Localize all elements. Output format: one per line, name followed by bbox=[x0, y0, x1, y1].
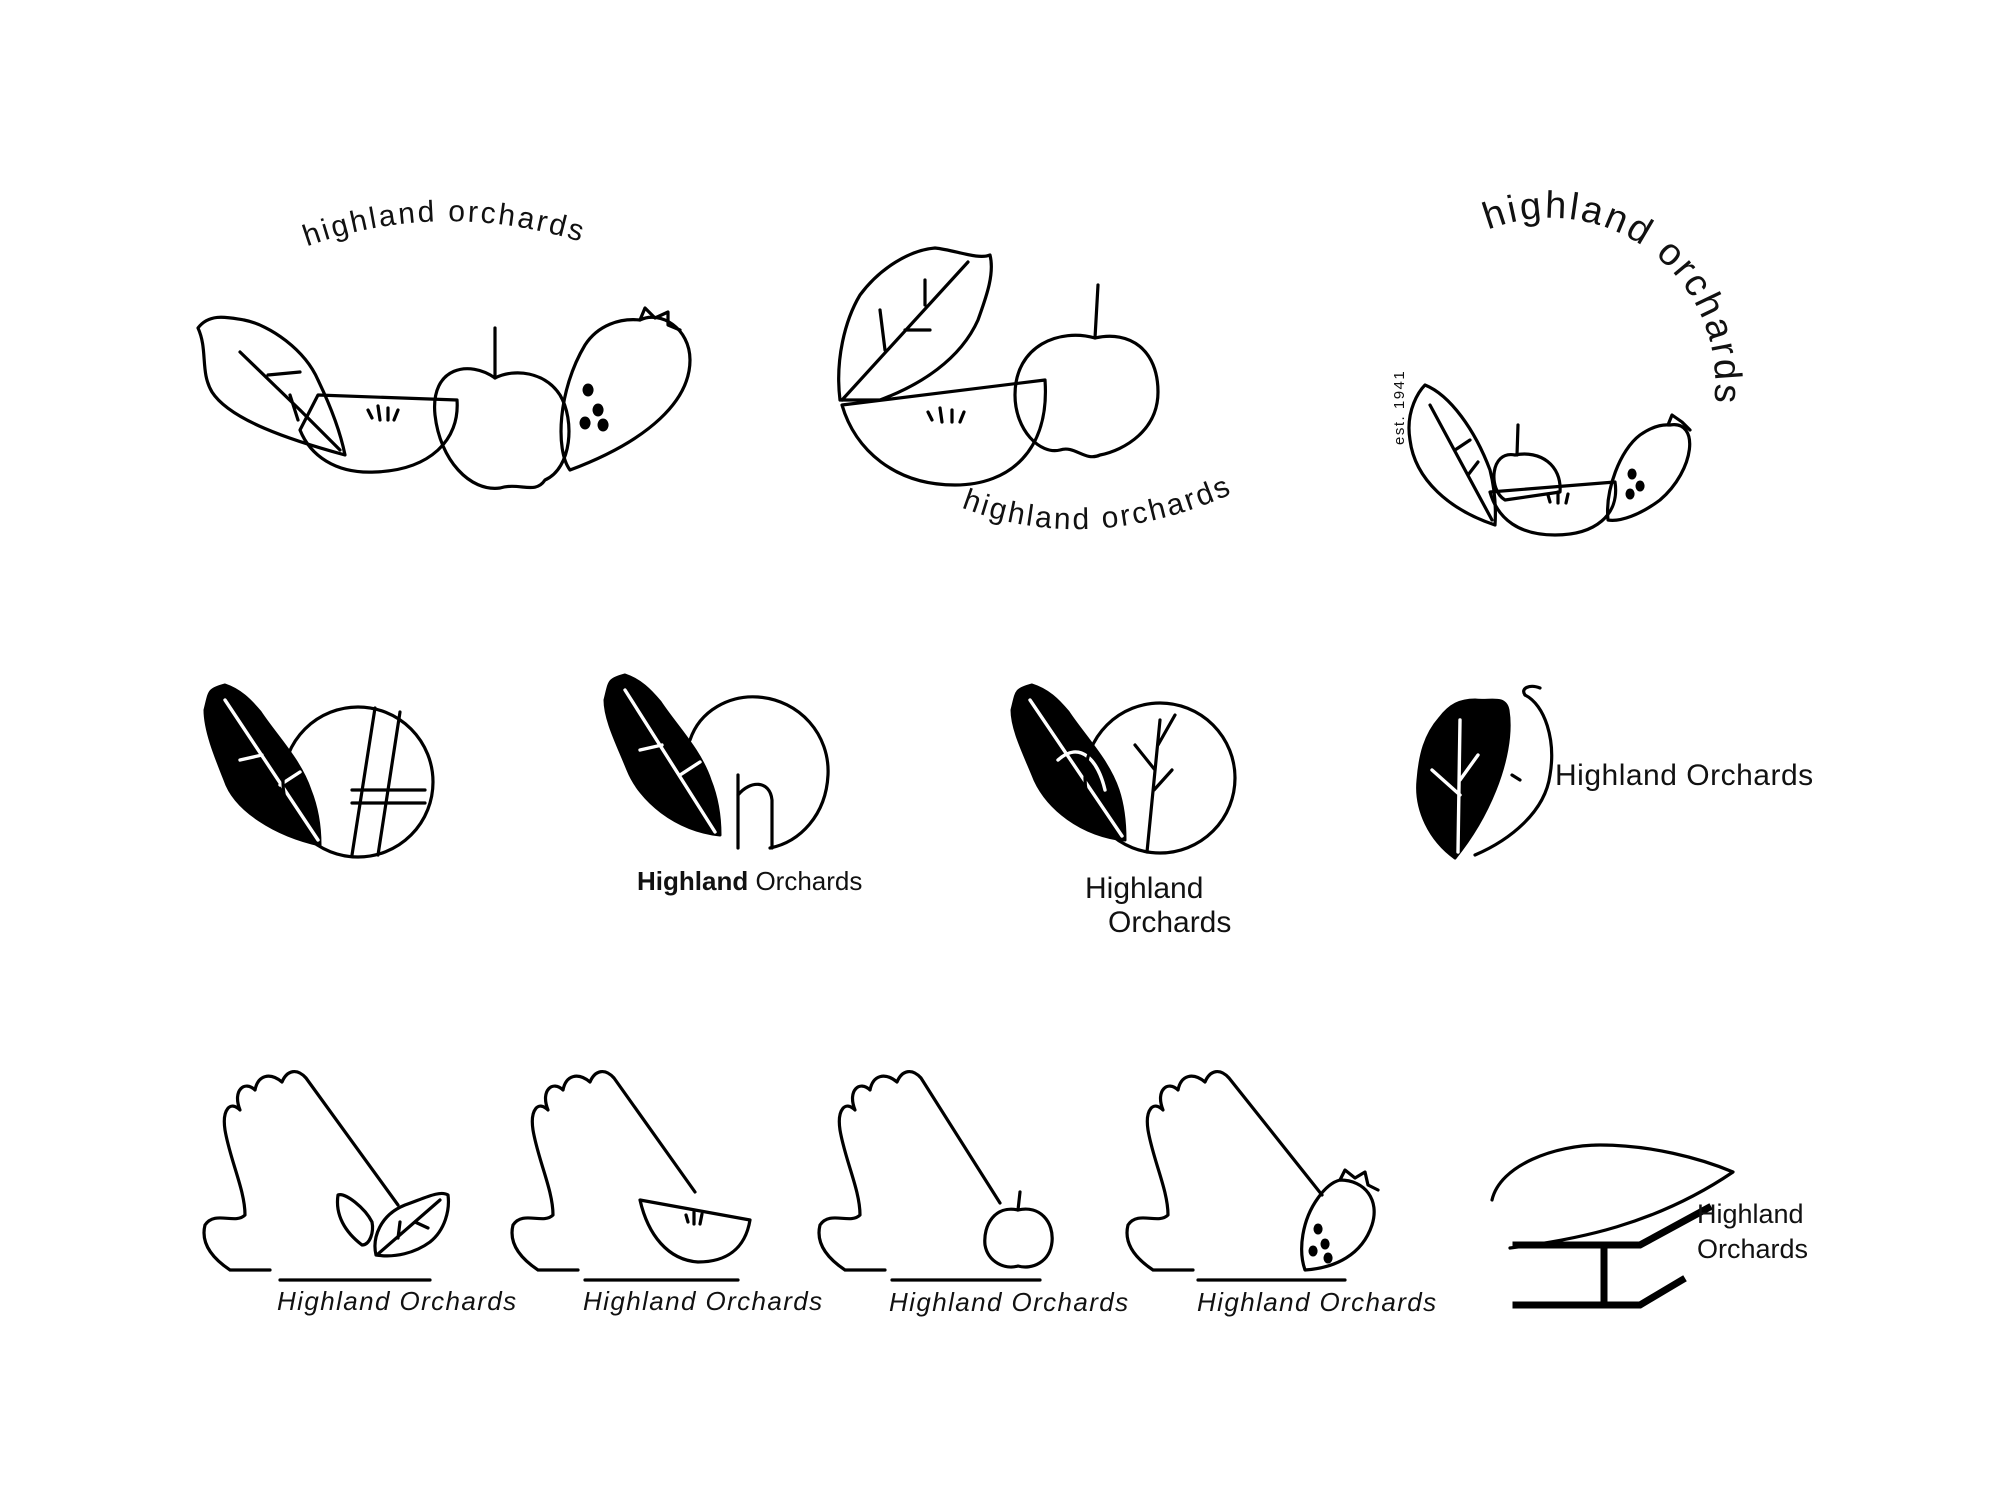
arch-icon bbox=[1490, 1143, 1735, 1250]
apple-slice-icon bbox=[840, 378, 1047, 487]
logo-hand-leaves-wordmark: Highland Orchards bbox=[277, 1286, 518, 1316]
logo-arc-fruits-wordmark: highland orchards bbox=[299, 195, 590, 253]
h-monogram-icon bbox=[281, 705, 435, 859]
leaf-solid-icon bbox=[203, 683, 322, 847]
apple-icon bbox=[1013, 283, 1160, 459]
tree-monogram-icon bbox=[1083, 701, 1237, 855]
logo-arc-fruits: highland orchards bbox=[196, 195, 692, 490]
logo-hand-berry: Highland Orchards bbox=[1125, 1070, 1438, 1317]
logo-hm-lowercase-h: Highland Orchards bbox=[603, 673, 862, 896]
apple-slice-icon bbox=[298, 393, 459, 474]
leaf-solid-icon bbox=[603, 673, 722, 837]
strawberry-icon bbox=[1606, 413, 1692, 522]
leaf-solid-icon bbox=[1416, 698, 1511, 860]
logo-hm-tree: Highland Orchards bbox=[1010, 683, 1237, 939]
leaf-solid-icon bbox=[1010, 683, 1127, 842]
logo-leaf-apple-wordmark: highland orchards bbox=[959, 469, 1237, 536]
logo-hm-apple-side: Highland Orchards bbox=[1416, 684, 1814, 860]
apple-slice-icon bbox=[638, 1198, 752, 1264]
leaf-icon bbox=[335, 1191, 451, 1258]
hand-icon bbox=[510, 1070, 697, 1272]
apple-slice-icon bbox=[1488, 480, 1618, 537]
apple-icon bbox=[983, 1190, 1054, 1269]
hand-icon bbox=[202, 1070, 400, 1272]
leaf-icon bbox=[196, 315, 347, 457]
logo-arch-h-line2: Orchards bbox=[1697, 1234, 1808, 1264]
logo-hand-slice: Highland Orchards bbox=[510, 1070, 824, 1316]
apple-icon bbox=[433, 326, 571, 490]
leaf-icon bbox=[1407, 383, 1497, 527]
logo-hand-apple-wordmark: Highland Orchards bbox=[889, 1287, 1130, 1317]
logo-leaf-apple: highland orchards bbox=[837, 246, 1237, 536]
logo-hm-tree-line1: Highland bbox=[1085, 872, 1203, 905]
logo-hm-circle-h bbox=[203, 683, 435, 859]
h-monogram-icon bbox=[1512, 1203, 1713, 1309]
leaf-icon bbox=[837, 246, 993, 402]
logo-hm-apple-side-wordmark: Highland Orchards bbox=[1555, 759, 1814, 792]
strawberry-icon bbox=[1300, 1168, 1380, 1272]
h-monogram-icon bbox=[688, 695, 830, 850]
strawberry-icon bbox=[559, 306, 692, 472]
est-label: est. 1941 bbox=[1391, 370, 1408, 445]
logo-hand-apple: Highland Orchards bbox=[817, 1070, 1130, 1317]
logo-arch-h-line1: Highland bbox=[1697, 1199, 1804, 1229]
logo-hm-tree-line2: Orchards bbox=[1108, 906, 1231, 939]
logo-hand-berry-wordmark: Highland Orchards bbox=[1197, 1287, 1438, 1317]
logo-circle-badge-wordmark: highland orchards bbox=[1478, 184, 1749, 406]
apple-side-icon bbox=[1473, 684, 1554, 857]
hand-icon bbox=[817, 1070, 1002, 1272]
logo-circle-badge: highland orchards est. 1941 bbox=[1391, 184, 1749, 537]
logo-hm-lowercase-h-wordmark: Highland Orchards bbox=[637, 866, 862, 896]
hand-icon bbox=[1125, 1070, 1324, 1272]
logo-hand-slice-wordmark: Highland Orchards bbox=[583, 1286, 824, 1316]
logo-hand-leaves: Highland Orchards bbox=[202, 1070, 518, 1316]
apple-icon bbox=[1492, 423, 1562, 502]
logo-arch-h: Highland Orchards bbox=[1490, 1143, 1808, 1309]
